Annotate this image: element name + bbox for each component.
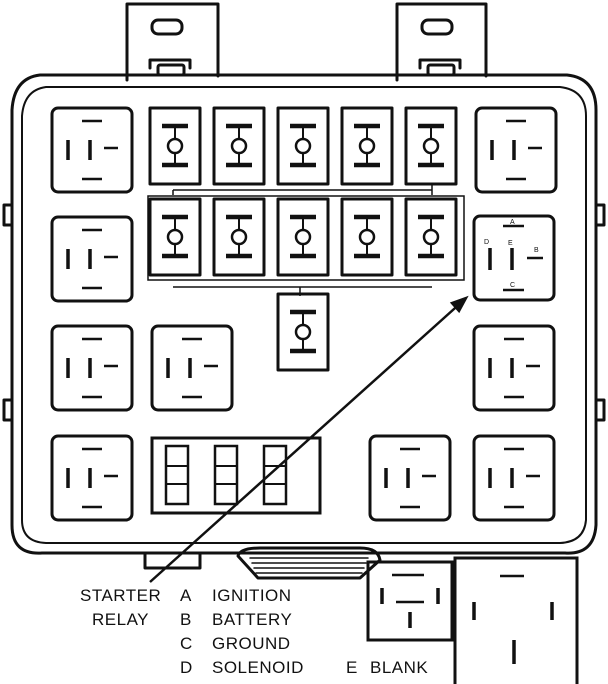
- terminal-legend: STARTER RELAY A IGNITION B BATTERY C GRO…: [80, 586, 428, 677]
- legend-letter-c: C: [180, 634, 193, 653]
- legend-name-a: IGNITION: [212, 586, 292, 605]
- relay-socket: [368, 434, 452, 522]
- mounting-tab-left: [125, 2, 220, 82]
- relay-pin-a: A: [510, 219, 515, 226]
- mini-fuse-cavity: [276, 106, 330, 186]
- legend-name-e: BLANK: [370, 658, 428, 677]
- relay-pin-b: B: [534, 247, 539, 254]
- relay-socket: [50, 215, 134, 303]
- starter-relay-socket: [472, 214, 556, 302]
- relay-socket: [50, 324, 134, 412]
- external-relay-large: [453, 556, 579, 684]
- relay-pin-d: D: [484, 239, 489, 246]
- bottom-connector: [236, 546, 382, 580]
- mini-fuse-cavity: [404, 197, 458, 277]
- mini-fuse-cavity: [276, 292, 330, 372]
- mini-fuse-cavity: [212, 197, 266, 277]
- legend-letter-e: E: [346, 658, 358, 677]
- relay-pin-e: E: [508, 240, 513, 247]
- mini-fuse-cavity: [276, 197, 330, 277]
- legend-name-d: SOLENOID: [212, 658, 304, 677]
- legend-letter-d: D: [180, 658, 193, 677]
- mini-fuse-cavity: [340, 197, 394, 277]
- relay-pin-c: C: [510, 282, 515, 289]
- mini-fuse-cavity: [148, 197, 202, 277]
- starter-label-line1: STARTER: [80, 586, 161, 605]
- legend-name-c: GROUND: [212, 634, 291, 653]
- external-relay-small: [366, 560, 454, 642]
- legend-letter-b: B: [180, 610, 192, 629]
- relay-socket: [472, 324, 556, 412]
- relay-socket: [50, 106, 134, 194]
- legend-letter-a: A: [180, 586, 192, 605]
- mini-fuse-cavity: [148, 106, 202, 186]
- mini-fuse-cavity: [340, 106, 394, 186]
- legend-name-b: BATTERY: [212, 610, 292, 629]
- mounting-tab-right: [395, 2, 488, 82]
- mini-fuse-cavity: [404, 106, 458, 186]
- fuse-bus-wires: [147, 183, 465, 296]
- relay-socket: [150, 324, 234, 412]
- relay-socket: [472, 434, 556, 522]
- fuse-box-housing: [10, 73, 598, 555]
- relay-socket: [50, 434, 134, 522]
- fuse-box-inner-wall: [21, 86, 587, 544]
- cartridge-fuse-block: [150, 436, 322, 515]
- mini-fuse-cavity: [212, 106, 266, 186]
- starter-label-line2: RELAY: [92, 610, 149, 629]
- starter-relay-arrow: [149, 295, 469, 583]
- relay-socket: [474, 106, 558, 194]
